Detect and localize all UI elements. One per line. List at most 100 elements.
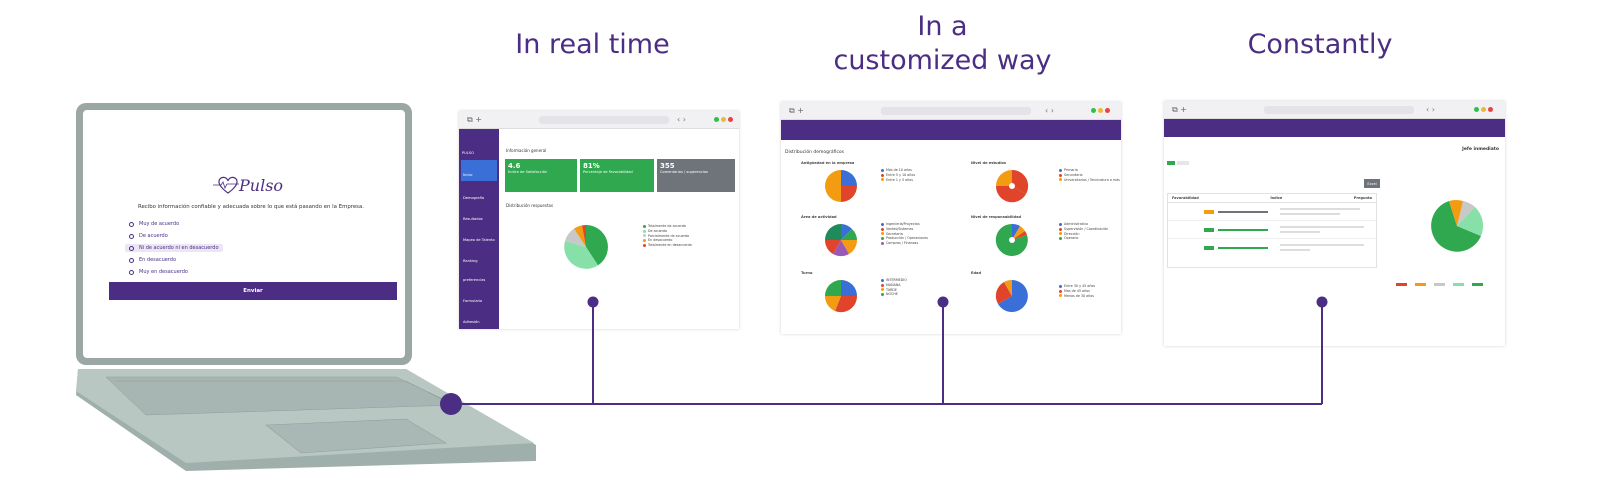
nav-arrows-icon[interactable]: ‹ › (1426, 105, 1435, 114)
sidebar-item-label: Adhesión (463, 320, 480, 324)
nav-arrows-icon[interactable]: ‹ › (677, 115, 686, 124)
submit-button[interactable]: Enviar (109, 282, 397, 300)
legend-responsabilidad: Administrativo Supervisión / Coordinació… (1059, 222, 1108, 241)
sidebar-item-talento[interactable]: Mapeo de Talento (459, 225, 499, 246)
section-title: Información general (506, 148, 547, 153)
option-en-desacuerdo[interactable]: En desacuerdo (125, 256, 180, 264)
manager-title: Jefe inmediato (1462, 147, 1499, 152)
chart-title: Antigüedad en la empresa (801, 161, 855, 165)
option-muy-en-desacuerdo[interactable]: Muy en desacuerdo (125, 268, 192, 276)
radio-icon (129, 269, 134, 275)
legend-turno: INTERMEDIO MAÑANA TARDE NOCHE (881, 278, 907, 297)
sidebar-item-label: Ranking preferencias (463, 259, 486, 282)
heart-logo-icon (213, 176, 239, 194)
sidebar-item-formulario[interactable]: Formulario (459, 286, 499, 307)
option-label: Ni de acuerdo ni en desacuerdo (139, 245, 219, 251)
sidebar-item-adhesion[interactable]: Adhesión (459, 307, 499, 328)
option-label: Muy en desacuerdo (139, 269, 188, 275)
browser-titlebar: ⧉ + ‹ › (781, 102, 1121, 120)
logo-text: Pulso (239, 176, 284, 195)
window-controls[interactable] (714, 117, 733, 122)
table-row[interactable] (1168, 239, 1376, 257)
option-label: De acuerdo (139, 233, 168, 239)
chart-title: Turno (801, 271, 813, 275)
option-label: Muy de acuerdo (139, 221, 180, 227)
laptop-keyboard-base (76, 369, 536, 471)
survey-question: Recibo información confiable y adecuada … (137, 204, 365, 210)
sidebar: PULSO Inicio Demografía Resultados Mapeo… (459, 129, 499, 329)
address-bar[interactable] (539, 116, 669, 124)
sidebar-brand: PULSO (462, 151, 474, 155)
manager-results-window: ⧉ + ‹ › Jefe inmediato Excel Favorabilid… (1164, 101, 1505, 346)
pie-edad (995, 279, 1028, 312)
pie-area (824, 224, 858, 257)
metric-value: 4.6 (508, 162, 521, 170)
chart-title: Edad (971, 271, 982, 275)
response-pie-chart (564, 225, 608, 269)
option-muy-de-acuerdo[interactable]: Muy de acuerdo (125, 220, 183, 228)
heading-realtime: In real time (515, 29, 670, 60)
sidebar-item-demografia[interactable]: Demografía (459, 183, 499, 204)
metric-card-comments: 355 Comentarios / sugerencias (657, 159, 735, 192)
sidebar-item-label: Resultados (463, 217, 483, 221)
sidebar-item-label: Formulario (463, 299, 483, 303)
radio-icon (129, 257, 134, 263)
header-question: Pregunta (1353, 196, 1372, 200)
chart-title: Nivel de responsabilidad (971, 215, 1022, 219)
sidebar-item-resultados[interactable]: Resultados (459, 204, 499, 225)
browser-titlebar: ⧉ + ‹ › (459, 111, 739, 129)
option-neutral[interactable]: Ni de acuerdo ni en desacuerdo (125, 244, 223, 252)
window-controls[interactable] (1091, 108, 1110, 113)
legend-edad: Entre 30 y 45 años Más de 45 años Menos … (1059, 284, 1095, 298)
nav-arrows-icon[interactable]: ‹ › (1045, 106, 1054, 115)
tabs-icon[interactable]: ⧉ + (467, 115, 482, 124)
demographics-window: ⧉ + ‹ › Distribución demográficos Antigü… (781, 102, 1121, 334)
legend-estudios: Primaria Secundaria Universitarios / Tec… (1059, 168, 1120, 182)
address-bar[interactable] (881, 107, 1031, 115)
metric-value: 81% (583, 162, 600, 170)
pie-responsabilidad (995, 223, 1028, 256)
window-controls[interactable] (1474, 107, 1493, 112)
metric-value: 355 (660, 162, 675, 170)
pie-turno (824, 280, 858, 313)
distribution-title: Distribución respuestas (506, 203, 554, 208)
chart-title: Nivel de estudios (971, 161, 1007, 165)
top-nav-bar (1164, 119, 1505, 137)
laptop-screen: Pulso Recibo información confiable y ade… (76, 103, 412, 365)
legend-item: De acuerdo (643, 229, 692, 234)
heading-customized: In a customized way (800, 10, 1085, 78)
browser-titlebar: ⧉ + ‹ › (1164, 101, 1505, 119)
heading-customized-line1: In a (917, 11, 968, 42)
manager-pie-chart (1431, 200, 1484, 252)
radio-icon (129, 233, 134, 239)
heading-constantly: Constantly (1247, 29, 1393, 60)
radio-icon (129, 245, 134, 251)
table-row[interactable] (1168, 203, 1376, 221)
sidebar-item-inicio[interactable]: Inicio (461, 160, 497, 181)
status-badges (1167, 161, 1189, 165)
realtime-dashboard-window: ⧉ + ‹ › PULSO Inicio Demografía Resultad… (459, 111, 739, 329)
legend-item: En desacuerdo (643, 238, 692, 243)
heading-customized-line2: customized way (833, 45, 1052, 76)
address-bar[interactable] (1264, 106, 1414, 114)
pie-estudios (995, 169, 1029, 203)
metric-card-favorability: 81% Porcentaje de Favorabilidad (580, 159, 654, 192)
table-header: Favorabilidad Índice Pregunta (1168, 194, 1376, 203)
option-de-acuerdo[interactable]: De acuerdo (125, 232, 172, 240)
metric-label: Índice de Satisfacción (508, 170, 548, 174)
metric-label: Porcentaje de Favorabilidad (583, 170, 633, 174)
survey-screen: Pulso Recibo información confiable y ade… (83, 110, 405, 358)
tabs-icon[interactable]: ⧉ + (1172, 105, 1187, 114)
response-legend: Totalmente de acuerdo De acuerdo Parcial… (643, 224, 692, 248)
tabs-icon[interactable]: ⧉ + (789, 106, 804, 115)
table-row[interactable] (1168, 221, 1376, 239)
sidebar-item-label: Demografía (463, 196, 485, 200)
metric-card-satisfaction: 4.6 Índice de Satisfacción (505, 159, 577, 192)
legend-area: Ingeniería/Proyectos Ventas/Sistemas Sec… (881, 222, 928, 246)
chart-title: Área de actividad (801, 215, 837, 219)
excel-button[interactable]: Excel (1364, 179, 1380, 188)
legend-item: Totalmente de acuerdo (643, 224, 692, 229)
sidebar-item-label: Mapeo de Talento (463, 238, 495, 242)
sidebar-item-ranking[interactable]: Ranking preferencias (459, 246, 499, 286)
